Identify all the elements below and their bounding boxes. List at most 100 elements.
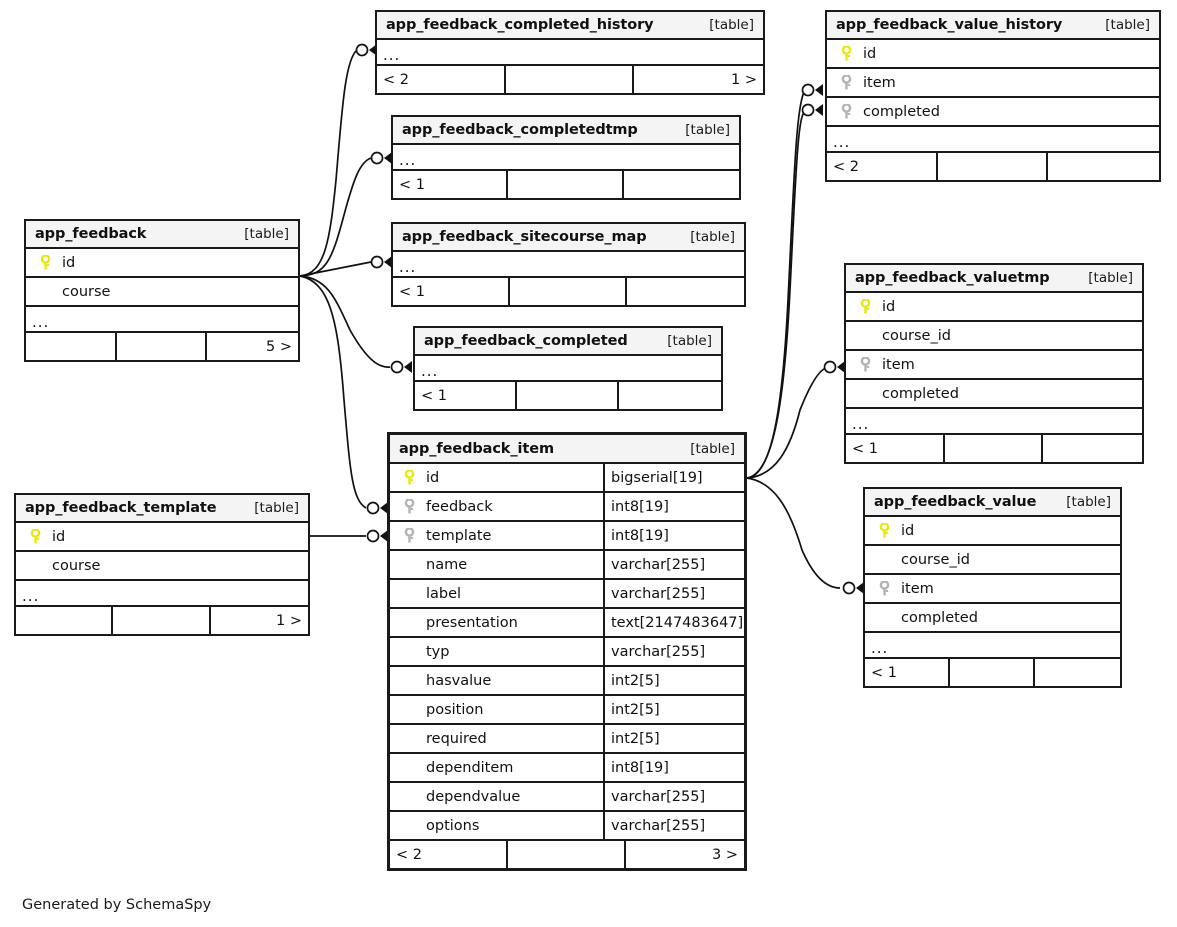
table-app-feedback-item[interactable]: app_feedback_item [table] id bigserial[1… <box>387 432 747 871</box>
column-name-cell: dependitem <box>390 760 603 776</box>
column-name-cell: dependvalue <box>390 789 603 805</box>
table-tag: [table] <box>1105 17 1150 33</box>
column-label: template <box>426 527 492 544</box>
foreign-key-icon <box>873 580 895 597</box>
column-name-cell: course_id <box>865 552 1120 568</box>
column-row: name varchar[255] <box>390 551 744 580</box>
column-row: label varchar[255] <box>390 580 744 609</box>
column-label: course_id <box>901 551 970 568</box>
column-name-cell: presentation <box>390 615 603 631</box>
column-name-cell: position <box>390 702 603 718</box>
table-app-feedback-completed[interactable]: app_feedback_completed [table] ... < 1 <box>413 326 723 411</box>
column-label: position <box>426 701 484 718</box>
children-count: 3 > <box>712 846 738 863</box>
column-label: presentation <box>426 614 518 631</box>
primary-key-icon <box>24 528 46 545</box>
footer-middle <box>117 333 208 360</box>
generated-by-note: Generated by SchemaSpy <box>22 897 212 913</box>
more-columns-ellipsis: ... <box>377 40 763 66</box>
children-count: 1 > <box>276 612 302 629</box>
parents-count: < 2 <box>827 153 938 180</box>
column-label: typ <box>426 643 450 660</box>
column-row: dependvalue varchar[255] <box>390 783 744 812</box>
table-header: app_feedback_template [table] <box>16 495 308 523</box>
table-footer: < 1 <box>393 171 739 198</box>
table-tag: [table] <box>685 122 730 138</box>
foreign-key-icon <box>854 356 876 373</box>
column-row: course_id <box>865 546 1120 575</box>
table-footer: < 2 1 > <box>377 66 763 93</box>
foreign-key-icon <box>835 103 857 120</box>
column-row: typ varchar[255] <box>390 638 744 667</box>
column-row: options varchar[255] <box>390 812 744 841</box>
table-footer: < 1 <box>865 659 1120 686</box>
column-label: course <box>62 283 111 300</box>
column-type: varchar[255] <box>603 551 744 578</box>
table-app-feedback[interactable]: app_feedback [table] id course ... 5 > <box>24 219 300 362</box>
column-row: completed <box>846 380 1142 409</box>
footer-middle <box>517 382 619 409</box>
table-app-feedback-value[interactable]: app_feedback_value [table] id course_id … <box>863 487 1122 688</box>
table-app-feedback-value-history[interactable]: app_feedback_value_history [table] id it… <box>825 10 1161 182</box>
table-app-feedback-completed-history[interactable]: app_feedback_completed_history [table] .… <box>375 10 765 95</box>
table-app-feedback-template[interactable]: app_feedback_template [table] id course … <box>14 493 310 636</box>
column-name-cell: item <box>865 580 1120 597</box>
table-footer: < 1 <box>393 278 744 305</box>
column-row: item <box>865 575 1120 604</box>
parents-count: < 1 <box>846 435 945 462</box>
column-row: template int8[19] <box>390 522 744 551</box>
column-row: hasvalue int2[5] <box>390 667 744 696</box>
column-label: id <box>426 469 440 486</box>
footer-middle <box>508 171 624 198</box>
table-footer: < 2 3 > <box>390 841 744 868</box>
children-count: 1 > <box>731 71 758 88</box>
column-label: label <box>426 585 462 602</box>
table-footer: 5 > <box>26 333 298 360</box>
table-tag: [table] <box>244 226 289 242</box>
table-name: app_feedback_template <box>25 500 217 516</box>
column-name-cell: completed <box>865 610 1120 626</box>
column-name-cell: id <box>865 522 1120 539</box>
column-label: completed <box>901 609 978 626</box>
column-row: required int2[5] <box>390 725 744 754</box>
table-footer: < 1 <box>846 435 1142 462</box>
table-tag: [table] <box>1066 494 1111 510</box>
table-header: app_feedback_sitecourse_map [table] <box>393 224 744 252</box>
foreign-key-icon <box>835 74 857 91</box>
column-row: course <box>26 278 298 307</box>
table-header: app_feedback_valuetmp [table] <box>846 265 1142 293</box>
primary-key-icon <box>873 522 895 539</box>
column-type: bigserial[19] <box>603 464 744 491</box>
column-row: id <box>865 517 1120 546</box>
children-count <box>619 382 721 409</box>
column-name-cell: feedback <box>390 498 603 515</box>
parents-count: < 1 <box>393 171 509 198</box>
column-type: varchar[255] <box>603 580 744 607</box>
table-app-feedback-sitecourse-map[interactable]: app_feedback_sitecourse_map [table] ... … <box>391 222 746 307</box>
more-columns-ellipsis: ... <box>846 409 1142 435</box>
column-name-cell: id <box>846 298 1142 315</box>
column-label: id <box>901 522 915 539</box>
table-app-feedback-valuetmp[interactable]: app_feedback_valuetmp [table] id course_… <box>844 263 1144 464</box>
footer-middle <box>506 66 635 93</box>
table-tag: [table] <box>690 440 735 457</box>
more-columns-ellipsis: ... <box>16 581 308 607</box>
table-footer: 1 > <box>16 607 308 634</box>
column-row: completed <box>827 98 1159 127</box>
table-name: app_feedback_value <box>874 494 1037 510</box>
parents-count <box>16 607 114 634</box>
table-name: app_feedback_completed <box>424 333 628 349</box>
column-row: feedback int8[19] <box>390 493 744 522</box>
table-tag: [table] <box>690 229 735 245</box>
column-label: item <box>882 356 915 373</box>
column-label: dependitem <box>426 759 514 776</box>
column-label: course <box>52 557 101 574</box>
column-name-cell: typ <box>390 644 603 660</box>
column-label: id <box>62 254 76 271</box>
foreign-key-icon <box>398 527 420 544</box>
table-tag: [table] <box>709 17 754 33</box>
column-row: id bigserial[19] <box>390 464 744 493</box>
table-name: app_feedback_valuetmp <box>855 270 1050 286</box>
column-row: position int2[5] <box>390 696 744 725</box>
table-app-feedback-completedtmp[interactable]: app_feedback_completedtmp [table] ... < … <box>391 115 741 200</box>
